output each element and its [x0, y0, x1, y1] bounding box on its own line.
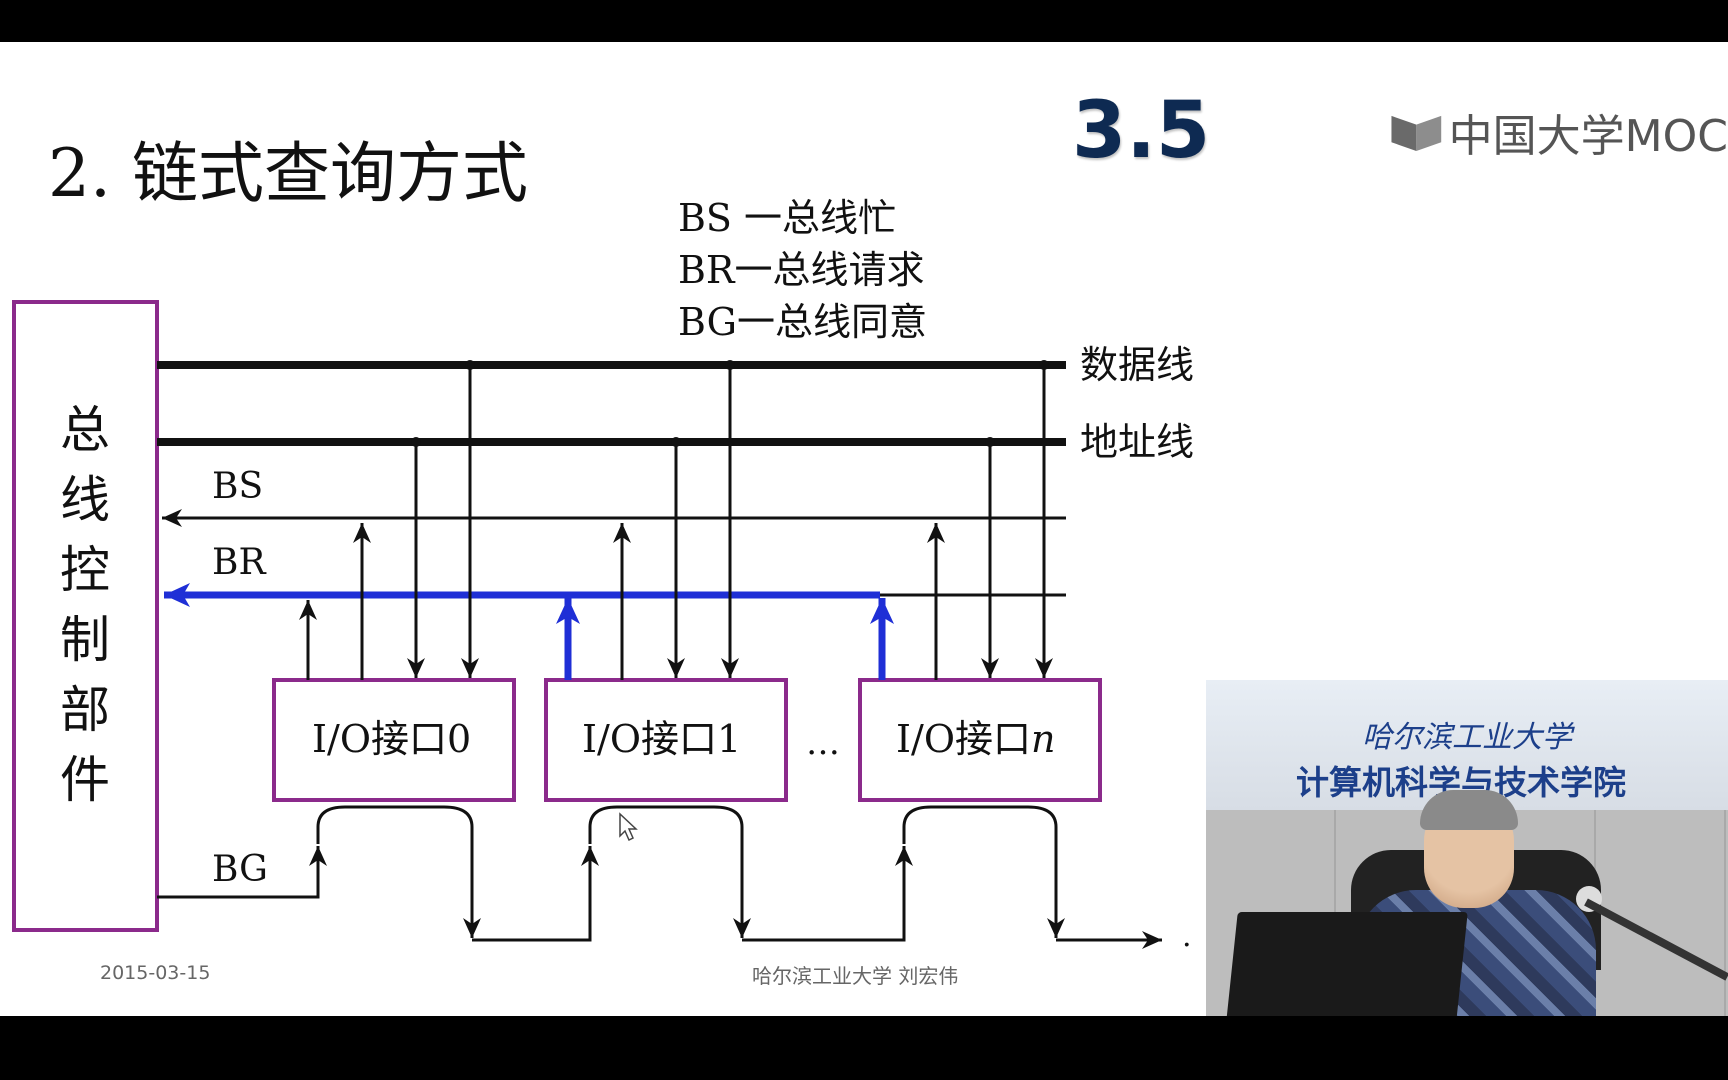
bs-label: BS — [212, 466, 263, 507]
io-interface-0-label: I/O接口0 — [312, 717, 471, 761]
io-interface-n-box — [858, 678, 1102, 802]
bg-chain-start — [157, 846, 327, 899]
lecture-slide: 2. 链式查询方式 3.5 中国大学MOC BS 一总线忙 BR一总线请求 BG… — [0, 42, 1728, 1016]
io-interface-1-label: I/O接口1 — [582, 717, 741, 761]
signal-legend: BS 一总线忙 BR一总线请求 BG一总线同意 — [678, 192, 927, 348]
controller-char-6: 件 — [60, 751, 110, 809]
mouse-cursor-icon — [619, 812, 638, 842]
slide-title: 2. 链式查询方式 — [48, 135, 528, 212]
mooc-book-icon — [1391, 115, 1442, 152]
controller-char-3: 控 — [60, 541, 110, 599]
mooc-logo-text: 中国大学MOC — [1448, 111, 1728, 162]
webcam-university: 哈尔滨工业大学 — [1362, 720, 1572, 755]
legend-bs: BS 一总线忙 — [678, 196, 897, 240]
controller-char-4: 制 — [60, 611, 110, 669]
daisy-chain-diagram: 总 线 控 制 部 件 数据线 地址线 BS BR — [12, 300, 1194, 954]
laptop — [1226, 912, 1468, 1016]
address-bus-label: 地址线 — [1080, 420, 1194, 464]
lecturer-webcam: 哈尔滨工业大学 计算机科学与技术学院 — [1206, 680, 1728, 1016]
chain-trailing-dot: . — [1182, 919, 1192, 954]
io-interface-1-box — [544, 678, 788, 802]
bus-controller-box — [12, 300, 159, 932]
section-number: 3.5 — [1072, 86, 1211, 176]
io-interface-0-box — [272, 678, 516, 802]
legend-br: BR一总线请求 — [678, 248, 925, 292]
mooc-logo: 中国大学MOC — [1390, 102, 1728, 162]
controller-char-5: 部 — [60, 681, 110, 739]
bg-label: BG — [212, 849, 268, 890]
controller-char-2: 线 — [60, 471, 110, 529]
data-bus-label: 数据线 — [1080, 343, 1194, 387]
webcam-banner — [1206, 680, 1728, 810]
io-interface-n-label: I/O接口n — [896, 717, 1055, 761]
footer-author: 哈尔滨工业大学 刘宏伟 — [752, 964, 959, 988]
br-label: BR — [212, 542, 266, 583]
footer-date: 2015-03-15 — [100, 962, 211, 984]
lecturer-hair — [1420, 790, 1518, 830]
legend-bg: BG一总线同意 — [678, 300, 927, 344]
controller-char-1: 总 — [60, 401, 110, 459]
interfaces-ellipsis: … — [806, 723, 840, 763]
